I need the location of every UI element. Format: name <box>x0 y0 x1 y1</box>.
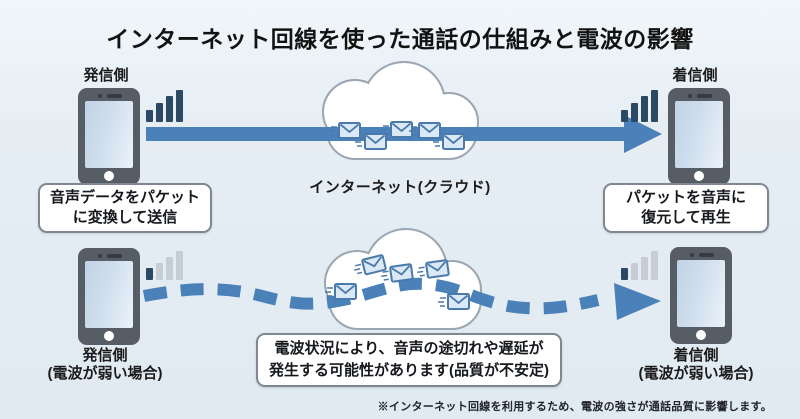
signal-bars-weak-icon <box>146 251 183 280</box>
caption-line: 音声データをパケット <box>49 189 200 206</box>
dashed-arrow-icon <box>142 277 661 320</box>
speaker-bar-icon <box>107 254 122 258</box>
caption-line: に変換して送信 <box>72 209 178 226</box>
caption-line: パケットを音声に <box>625 189 746 206</box>
bottom-receiver-label: 着信側 (電波が弱い場合) <box>616 347 776 383</box>
speaker-bar-icon <box>697 94 712 98</box>
phone-screen <box>677 260 725 327</box>
phone-screen <box>85 261 133 328</box>
smartphone-icon <box>78 248 140 345</box>
footnote: ※インターネット回線を利用するため、電波の強さが通話品質に影響します。 <box>377 401 772 413</box>
receiver-caption-box: パケットを音声に 復元して再生 <box>603 183 769 233</box>
phone-screen <box>675 101 723 168</box>
caption-line: 復元して再生 <box>641 209 731 226</box>
signal-bars-strong-icon <box>621 90 658 122</box>
home-button-icon <box>694 171 704 181</box>
signal-bars-strong-icon <box>146 90 183 122</box>
home-button-icon <box>104 171 114 181</box>
smartphone-icon <box>78 88 140 185</box>
camera-dot-icon <box>688 94 692 98</box>
warning-line: 電波状況により、音声の途切れや遅延が <box>274 340 544 357</box>
smartphone-icon <box>670 247 732 344</box>
warning-box: 電波状況により、音声の途切れや遅延が 発生する可能性があります(品質が不安定) <box>256 333 562 387</box>
sender-caption-box: 音声データをパケット に変換して送信 <box>38 183 212 233</box>
phone-screen <box>85 101 133 168</box>
home-button-icon <box>696 330 706 340</box>
camera-dot-icon <box>98 94 102 98</box>
home-button-icon <box>104 331 114 341</box>
page-title: インターネット回線を使った通話の仕組みと電波の影響 <box>106 26 694 52</box>
camera-dot-icon <box>98 254 102 258</box>
speaker-bar-icon <box>699 253 714 257</box>
bottom-sender-title: 発信側 <box>82 347 128 364</box>
speaker-bar-icon <box>107 94 122 98</box>
bottom-receiver-note: (電波が弱い場合) <box>638 365 754 382</box>
warning-line: 発生する可能性があります(品質が不安定) <box>269 362 549 379</box>
smartphone-icon <box>668 88 730 185</box>
bottom-sender-note: (電波が弱い場合) <box>47 365 163 382</box>
internet-cloud-label: インターネット(クラウド) <box>309 179 491 196</box>
camera-dot-icon <box>690 253 694 257</box>
signal-bars-weak-icon <box>621 251 658 280</box>
top-receiver-label: 着信側 <box>672 67 718 84</box>
top-sender-label: 発信側 <box>83 67 129 84</box>
bottom-receiver-title: 着信側 <box>673 347 719 364</box>
bottom-sender-label: 発信側 (電波が弱い場合) <box>25 347 185 383</box>
